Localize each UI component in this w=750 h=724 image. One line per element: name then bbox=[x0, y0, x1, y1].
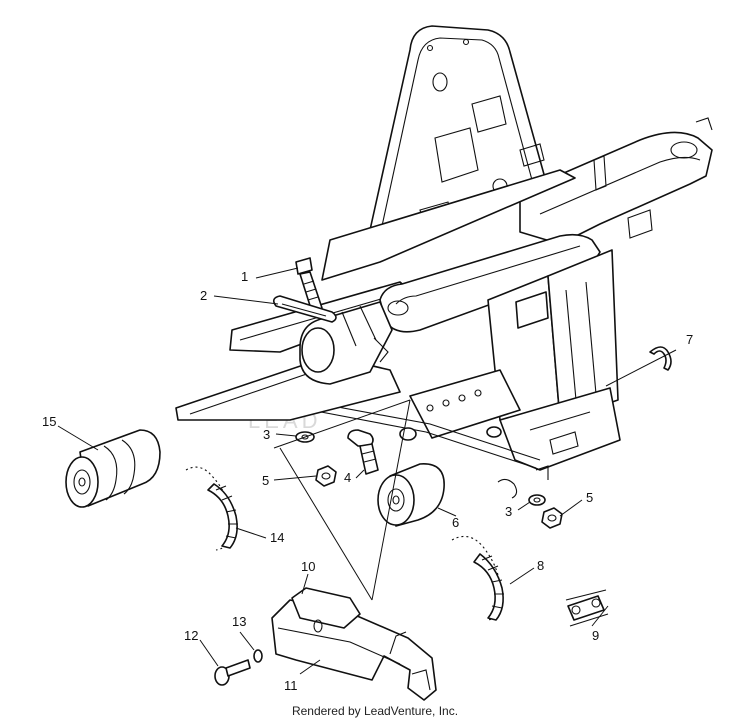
frame-lower-channel bbox=[299, 369, 541, 469]
callout-7: 7 bbox=[686, 332, 693, 347]
part-9-connector-link bbox=[565, 589, 609, 627]
part-15-roller bbox=[65, 429, 161, 508]
callout-9: 9 bbox=[592, 628, 599, 643]
frame-hardware bbox=[399, 426, 549, 499]
part-3-washer-right bbox=[528, 494, 546, 506]
footer-credit: Rendered by LeadVenture, Inc. bbox=[291, 704, 459, 718]
callout-14: 14 bbox=[270, 530, 284, 545]
callout-12: 12 bbox=[184, 628, 198, 643]
callout-15: 15 bbox=[42, 414, 56, 429]
part-14-chain bbox=[185, 466, 238, 551]
part-1-bolt bbox=[295, 257, 323, 313]
part-10-guard-plate bbox=[291, 587, 361, 633]
part-7-snap-ring bbox=[649, 346, 672, 371]
part-5-nut-right bbox=[541, 507, 563, 529]
callout-11: 11 bbox=[284, 678, 298, 693]
part-5-nut-left bbox=[315, 465, 337, 487]
callout-13: 13 bbox=[232, 614, 246, 629]
callout-3-right: 3 bbox=[505, 504, 512, 519]
part-4-bolt bbox=[347, 429, 379, 475]
frame-rear-crossmember bbox=[519, 117, 713, 245]
callout-6: 6 bbox=[452, 515, 459, 530]
frame-upright-plate bbox=[369, 25, 546, 239]
callout-1: 1 bbox=[241, 269, 248, 284]
leader-lines bbox=[57, 267, 677, 675]
callout-4: 4 bbox=[344, 470, 351, 485]
callout-5-right: 5 bbox=[586, 490, 593, 505]
part-13-washer bbox=[253, 649, 263, 663]
callout-3-left: 3 bbox=[263, 427, 270, 442]
frame-rear-tower bbox=[487, 249, 619, 441]
callout-10: 10 bbox=[301, 559, 315, 574]
frame-swing-arm bbox=[379, 233, 601, 333]
part-6-drive-roller bbox=[377, 463, 445, 527]
callout-labels: 1 2 3 3 4 5 5 6 7 8 9 10 11 12 13 14 15 bbox=[42, 269, 693, 693]
callout-2: 2 bbox=[200, 288, 207, 303]
part-2-retainer bbox=[272, 295, 337, 323]
callout-8: 8 bbox=[537, 558, 544, 573]
frame-base-plate bbox=[499, 387, 621, 471]
part-8-chain bbox=[451, 535, 504, 621]
front-fork-assembly bbox=[175, 301, 401, 421]
callout-5-left: 5 bbox=[262, 473, 269, 488]
part-12-screw bbox=[214, 659, 251, 686]
